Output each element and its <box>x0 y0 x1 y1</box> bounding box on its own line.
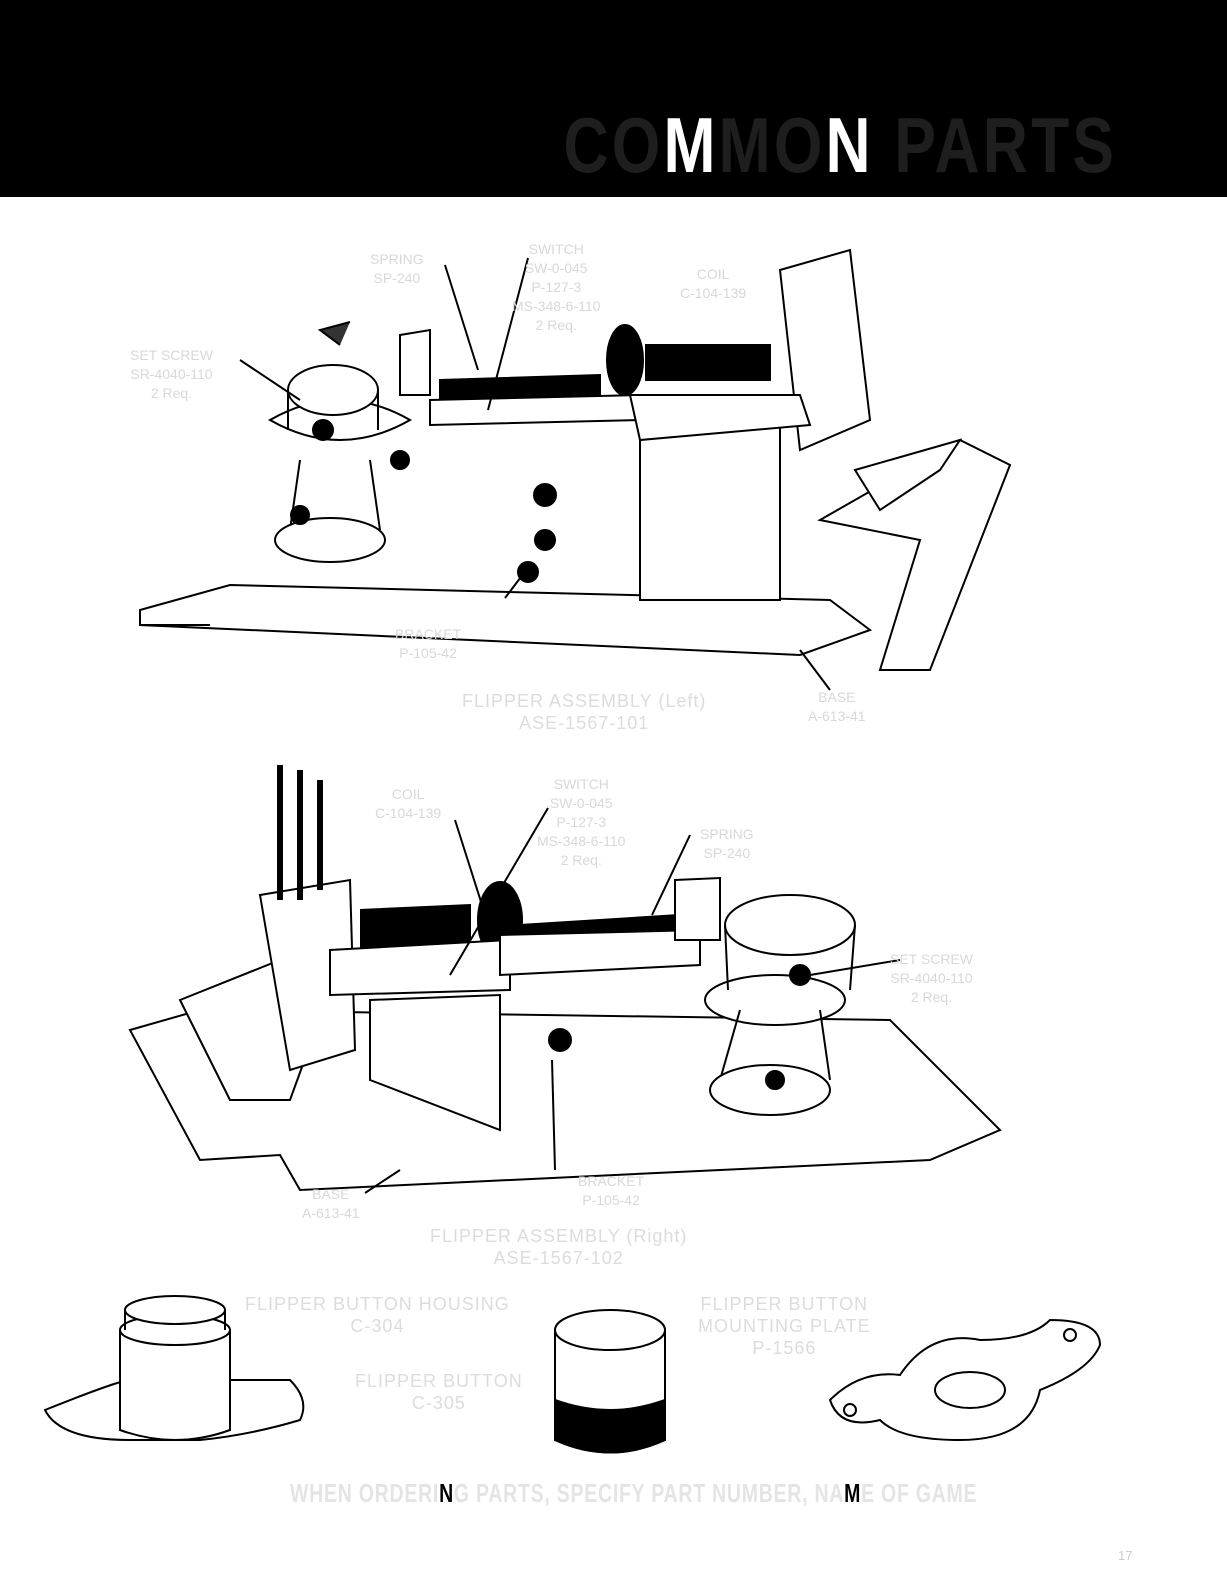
caption-left-assembly: FLIPPER ASSEMBLY (Left)ASE-1567-101 <box>462 691 707 733</box>
page-title: COMMON PARTS <box>563 100 1117 191</box>
footer-segment: WHEN ORDERI <box>290 1478 440 1508</box>
flipper-button-housing-drawing <box>43 1295 305 1441</box>
footer-segment: E OF GAME <box>861 1478 978 1508</box>
right-flipper-assembly-drawing <box>128 765 1002 1194</box>
title-segment: PARTS <box>873 101 1117 189</box>
title-segment: CO <box>563 101 664 189</box>
footer-segment: M <box>844 1478 862 1508</box>
title-segment: N <box>825 101 874 189</box>
page-number: 17 <box>1118 1548 1133 1563</box>
footer-segment: N <box>439 1478 454 1508</box>
page-header: COMMON PARTS <box>0 0 1227 197</box>
title-segment: M <box>663 101 719 189</box>
footer-segment: G PARTS, SPECIFY PART NUMBER, NA <box>453 1478 845 1508</box>
left-flipper-assembly-drawing <box>139 248 1012 691</box>
caption-right-assembly: FLIPPER ASSEMBLY (Right)ASE-1567-102 <box>430 1226 688 1268</box>
title-segment: MO <box>718 101 826 189</box>
flipper-button-drawing <box>554 1309 666 1454</box>
ordering-note: WHEN ORDERING PARTS, SPECIFY PART NUMBER… <box>290 1478 977 1509</box>
mounting-plate-drawing <box>828 1318 1102 1442</box>
